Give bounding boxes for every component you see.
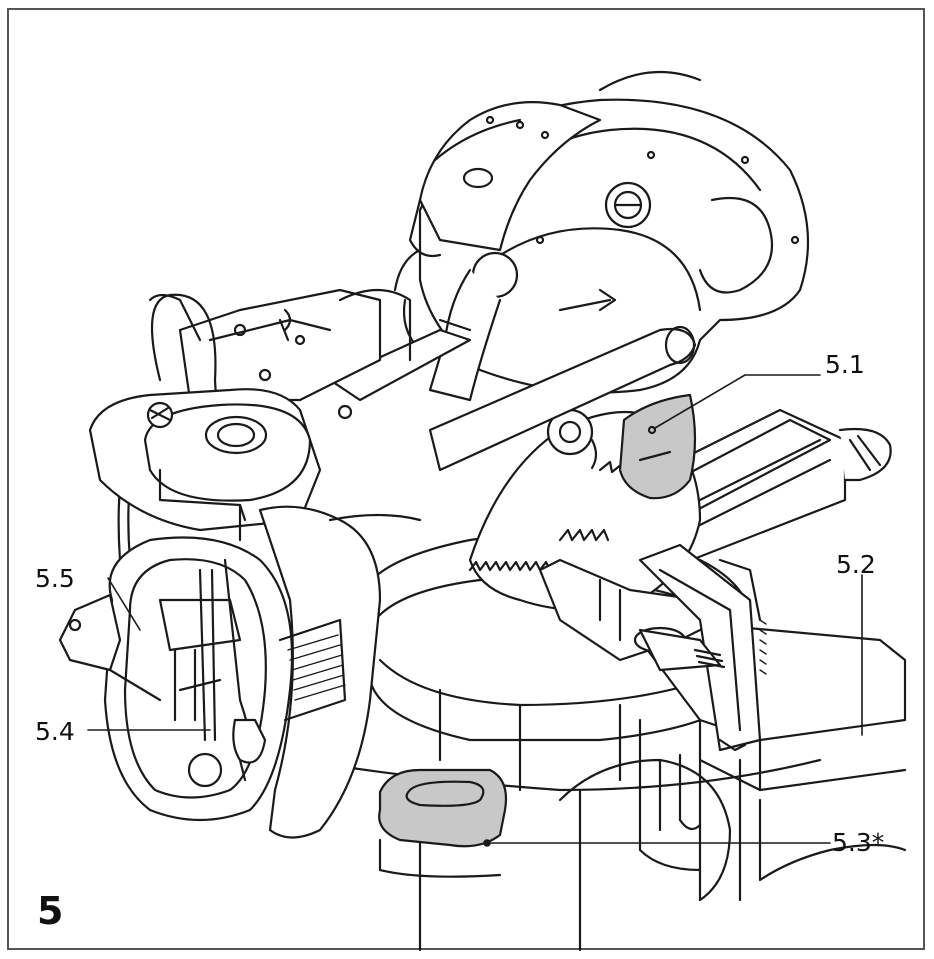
callout-5-5: 5.5: [35, 564, 75, 593]
callout-leaders: [87, 374, 863, 847]
rear-pivot: [148, 288, 412, 420]
motor-handle: [88, 388, 322, 542]
support-foot-5-3: [378, 768, 508, 878]
left-base: [58, 593, 162, 702]
blade-guard-5-1: [618, 393, 697, 500]
carry-handle: [393, 248, 519, 402]
slide-bars: [328, 325, 697, 472]
fence-clamp: [538, 543, 767, 752]
motor-housing: [408, 101, 602, 258]
callout-5-3: 5.3*: [832, 828, 885, 857]
callout-5-2: 5.2: [836, 550, 876, 579]
callout-5-4: 5.4: [35, 717, 75, 746]
trigger-handle: [103, 536, 294, 822]
gearbox-housing: [258, 505, 422, 839]
power-cord-5-4: [198, 558, 267, 782]
leader-5-1: [654, 374, 821, 429]
figure-number: 5: [37, 889, 64, 933]
leader-5-5: [107, 577, 141, 631]
callout-5-1: 5.1: [825, 350, 865, 379]
